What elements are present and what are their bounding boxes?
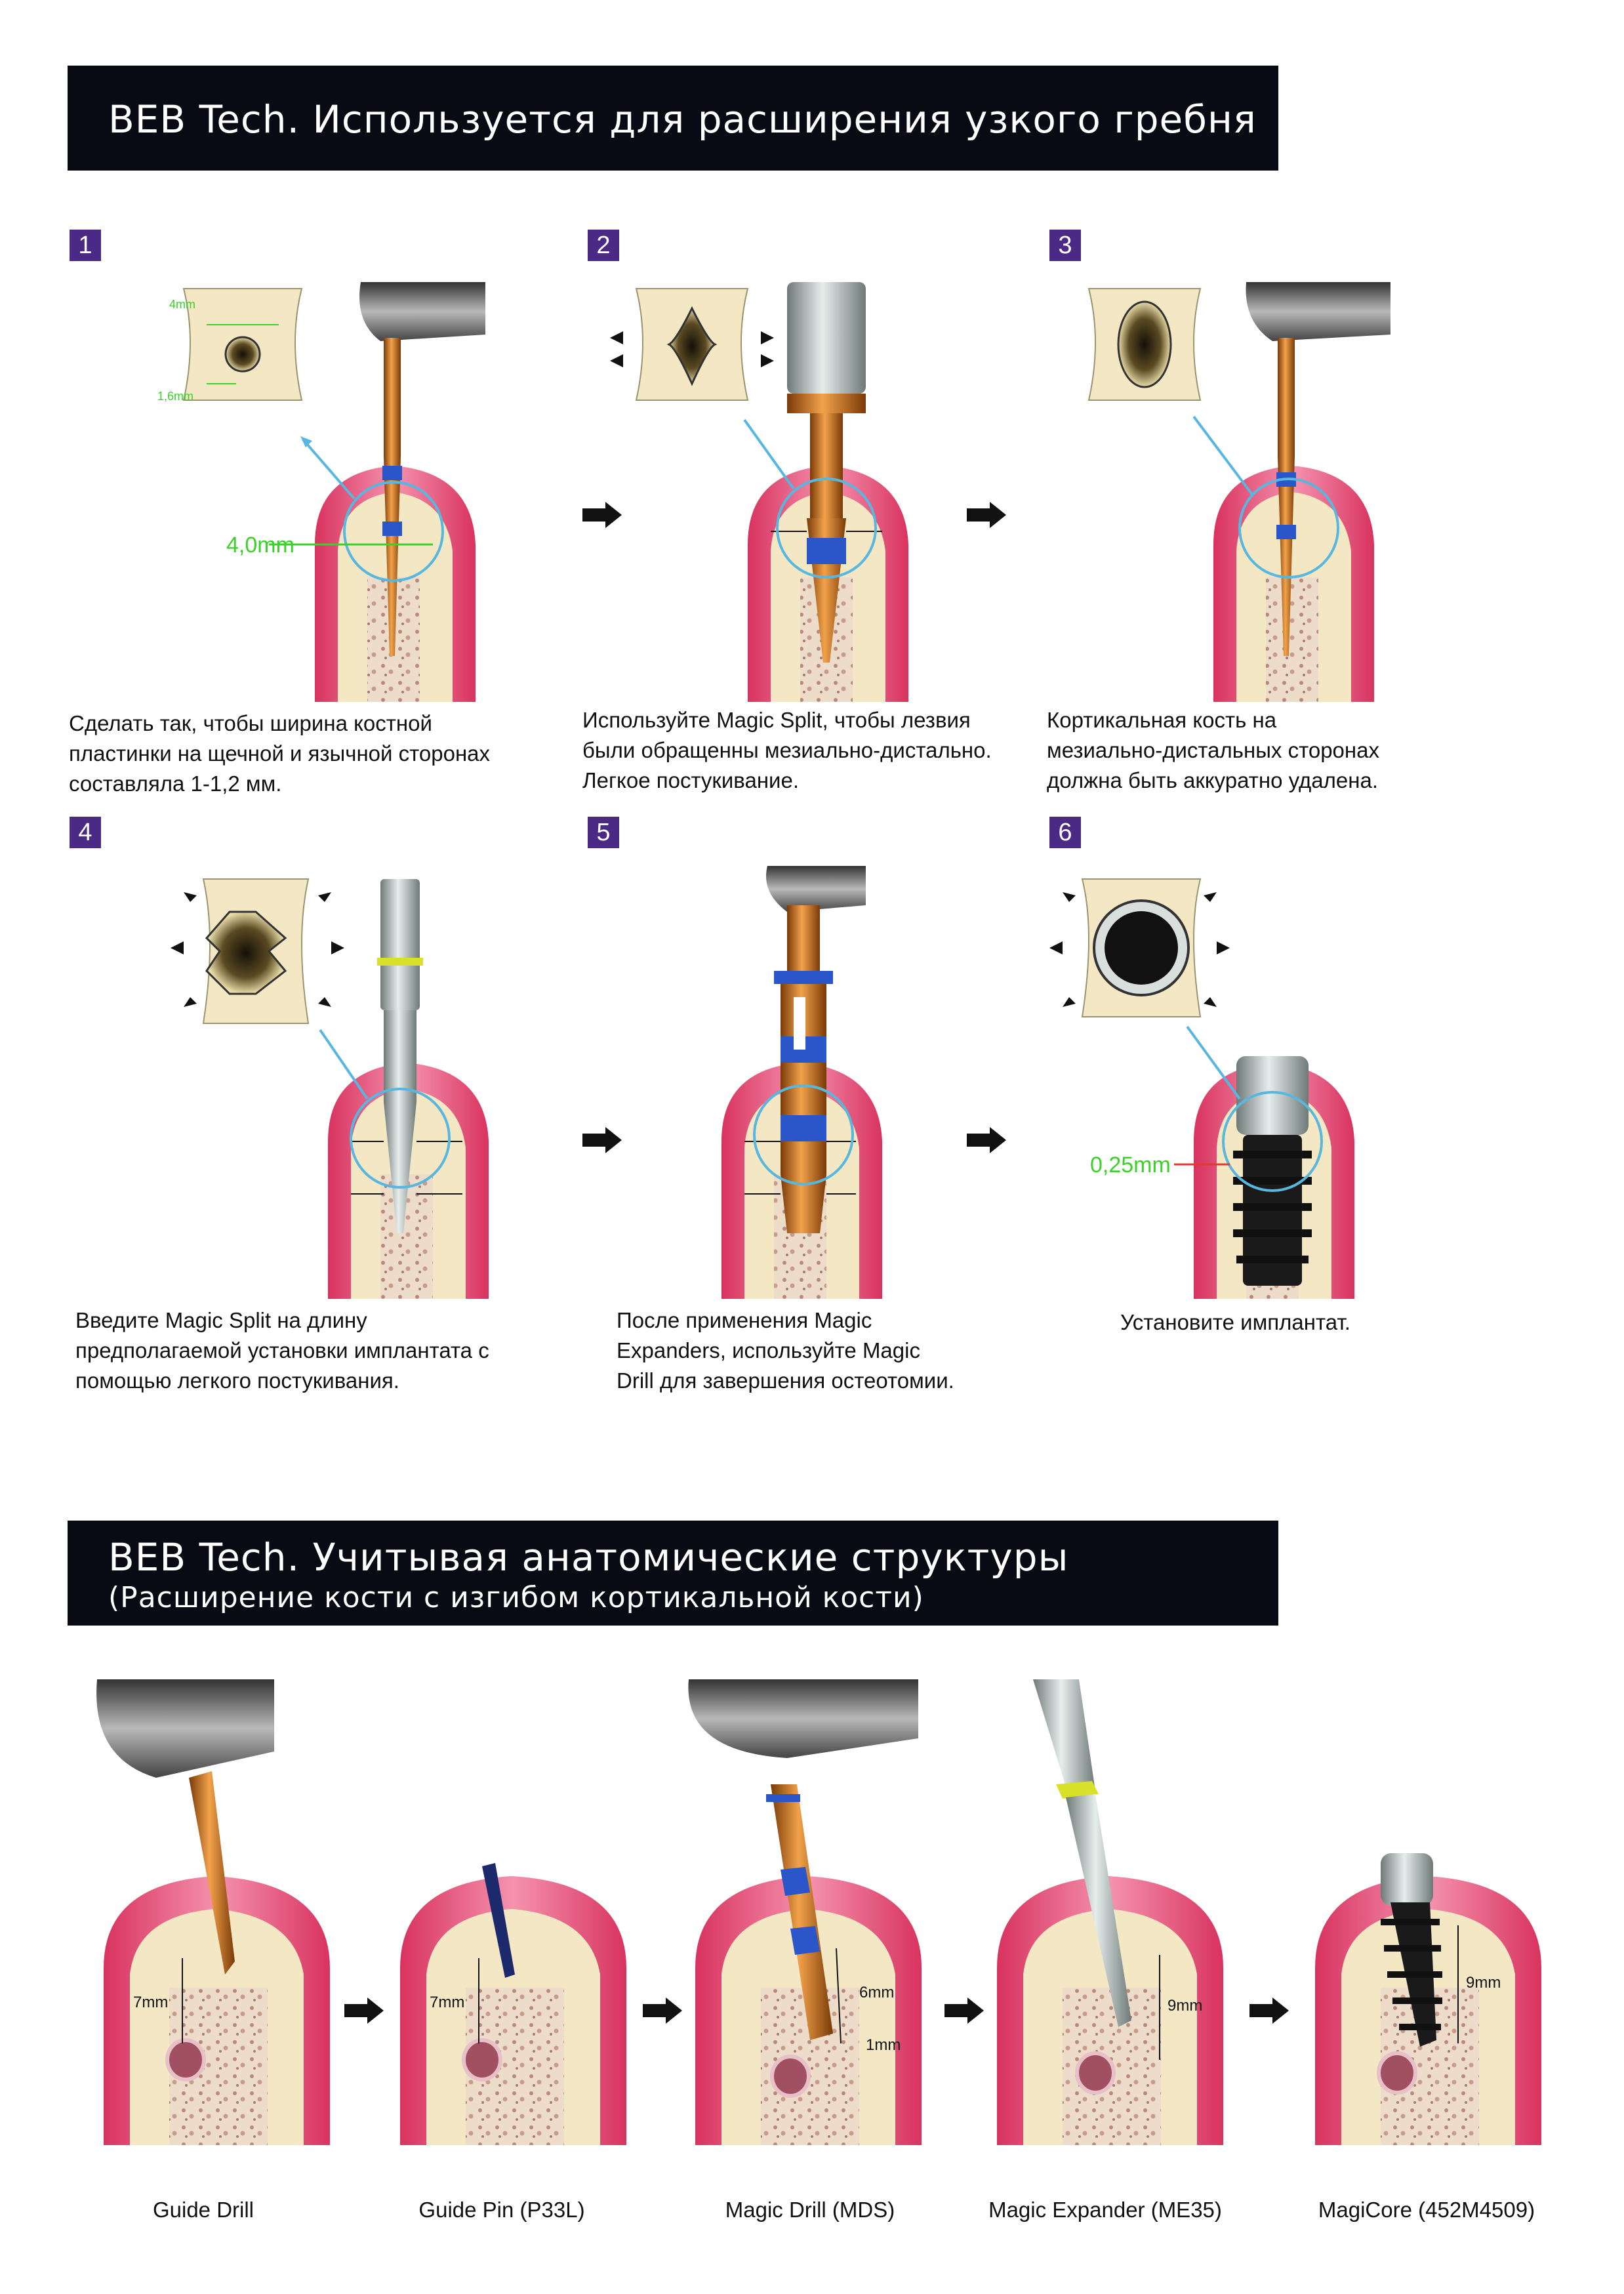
magic-drill-depth: 6mm xyxy=(859,1984,894,2001)
next-arrow-1 xyxy=(582,502,622,528)
magic-expander-depth: 9mm xyxy=(1167,1997,1202,2015)
tool-label-magicore: MagiCore (452M4509) xyxy=(1318,2198,1535,2222)
step-badge-5: 5 xyxy=(588,817,619,848)
dim-4mm: 4mm xyxy=(169,298,195,311)
step-badge-2: 2 xyxy=(588,230,619,261)
next-arrow-6 xyxy=(643,1997,682,2024)
step1-caption: Сделать так, чтобы ширина костной пласти… xyxy=(69,711,491,796)
next-arrow-4 xyxy=(967,1127,1006,1153)
dim-4-0mm: 4,0mm xyxy=(226,533,294,558)
step-badge-3: 3 xyxy=(1049,230,1081,261)
section2-banner: BEB Tech. Учитывая анатомические структу… xyxy=(68,1521,1278,1626)
guide-pin-depth: 7mm xyxy=(430,1994,464,2011)
tool-label-guide-pin: Guide Pin (P33L) xyxy=(418,2198,585,2222)
dim-1-6mm: 1,6mm xyxy=(157,390,193,403)
next-arrow-8 xyxy=(1249,1997,1289,2024)
step3-illustration xyxy=(1087,282,1391,702)
step-badge-4: 4 xyxy=(70,817,101,848)
step1-illustration: 4mm 1,6mm 4,0mm xyxy=(157,282,485,702)
magic-drill-extra: 1mm xyxy=(866,2036,901,2054)
magic-drill-illustration: 6mm 1mm xyxy=(688,1679,922,2145)
step-badge-1: 1 xyxy=(70,230,101,261)
step2-illustration xyxy=(610,282,908,702)
step2-caption: Используйте Magic Split, чтобы лезвия бы… xyxy=(582,708,992,792)
step-badge-6: 6 xyxy=(1049,817,1081,848)
section1-title: BEB Tech. Используется для расширения уз… xyxy=(108,97,1257,142)
section2-subtitle: (Расширение кости с изгибом кортикальной… xyxy=(108,1581,924,1614)
magicore-depth: 9mm xyxy=(1466,1974,1501,1992)
step3-caption: Кортикальная кость на мезиально-дистальн… xyxy=(1047,708,1379,792)
step4-caption: Введите Magic Split на длину предполагае… xyxy=(75,1308,489,1393)
step4-illustration xyxy=(171,878,489,1299)
step5-caption: После применения Magic Expanders, исполь… xyxy=(617,1308,954,1393)
section1-banner: BEB Tech. Используется для расширения уз… xyxy=(68,66,1278,171)
next-arrow-5 xyxy=(344,1997,384,2024)
tool-label-guide-drill: Guide Drill xyxy=(152,2198,254,2222)
step6-illustration: 0,25mm xyxy=(1049,878,1354,1299)
next-arrow-7 xyxy=(944,1997,984,2024)
guide-drill-illustration: 7mm xyxy=(96,1679,330,2145)
magic-expander-illustration: 9mm xyxy=(997,1679,1223,2145)
tool-label-magic-expander: Magic Expander (ME35) xyxy=(988,2198,1222,2222)
guide-pin-illustration: 7mm xyxy=(400,1863,626,2145)
step6-caption: Установите имплантат. xyxy=(1120,1310,1350,1334)
tool-label-magic-drill: Magic Drill (MDS) xyxy=(725,2198,895,2222)
next-arrow-3 xyxy=(582,1127,622,1153)
guide-drill-depth: 7mm xyxy=(133,1994,168,2011)
magicore-illustration: 9mm xyxy=(1315,1853,1541,2145)
step5-illustration xyxy=(721,866,882,1299)
dim-0-25mm: 0,25mm xyxy=(1090,1153,1171,1178)
next-arrow-2 xyxy=(967,502,1006,528)
section2-title: BEB Tech. Учитывая анатомические структу… xyxy=(108,1535,1069,1580)
